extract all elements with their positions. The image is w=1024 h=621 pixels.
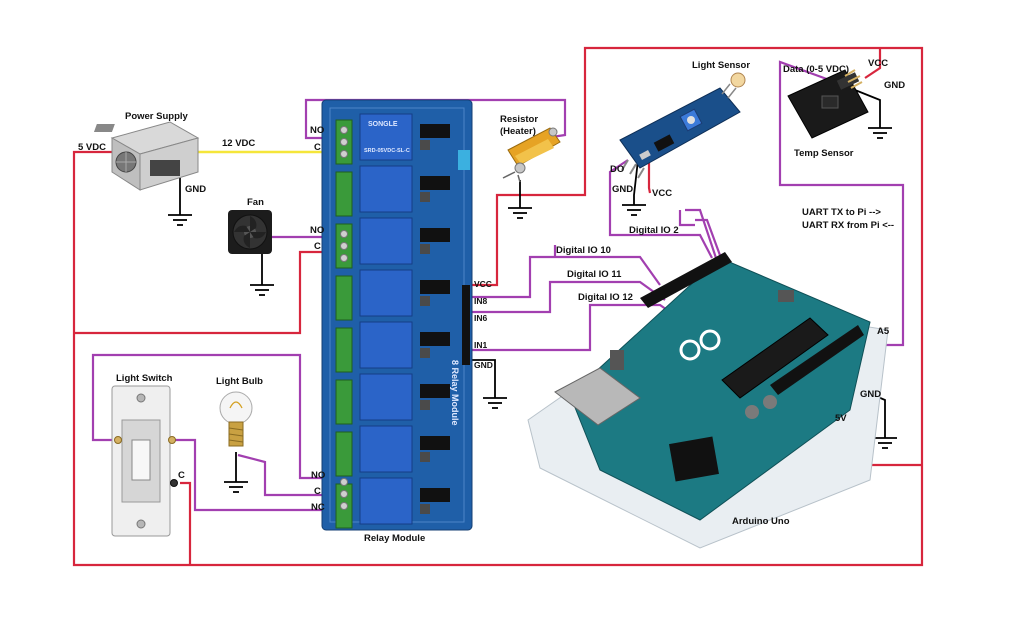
ground-symbol [483, 397, 507, 409]
dio11-label: Digital IO 11 [567, 269, 622, 280]
five-v-label: 5V [835, 413, 847, 424]
temp-sensor-label: Temp Sensor [794, 148, 854, 159]
heater-c-label: C [314, 142, 321, 153]
bulb-nc-label: NC [311, 502, 325, 513]
fan-label: Fan [247, 197, 264, 208]
ground-symbol [168, 214, 192, 226]
screw-terminals [335, 119, 353, 529]
power-supply-label: Power Supply [125, 111, 189, 122]
screw-heads [340, 126, 348, 510]
light-gnd-label: GND [612, 184, 633, 195]
in6-label: IN6 [474, 313, 488, 323]
uart-tx-wire [685, 208, 718, 259]
fan-no-label: NO [310, 225, 324, 236]
relay-block [359, 425, 450, 473]
relay-vcc-label: VCC [474, 279, 492, 289]
resistor-sub-label: (Heater) [500, 126, 536, 137]
in8-wire [470, 245, 661, 299]
relay-block [359, 373, 450, 421]
resistor-label: Resistor [500, 114, 538, 125]
relay-side-text: 8 Relay Module [450, 360, 460, 426]
switch-nc-wire [172, 438, 340, 512]
light-sensor-label: Light Sensor [692, 60, 750, 71]
bulb-c-label: C [314, 486, 321, 497]
dio2-wire [608, 159, 713, 259]
ground-symbol [508, 207, 532, 219]
light-sensor-board [619, 72, 746, 179]
light-gnd-wire [633, 159, 639, 205]
uart-rx-wire [695, 218, 723, 259]
relay-brand-text: SONGLE [368, 121, 398, 128]
fan-icon [228, 210, 272, 254]
ground-symbols [168, 127, 897, 493]
uart-tx-label: UART TX to Pi --> [802, 207, 881, 218]
relay-block [359, 321, 450, 369]
red-power-wires [72, 46, 924, 567]
relay-block [359, 113, 450, 161]
usb-port-icon [554, 367, 641, 426]
light-bulb-label: Light Bulb [216, 376, 263, 387]
uart-rx-label: UART RX from Pi <-- [802, 220, 894, 231]
relay-block [359, 165, 450, 213]
purple-signal-wires [91, 60, 905, 512]
temp-data-label: Data (0-5 VDC) [783, 64, 849, 75]
dio2-label: Digital IO 2 [629, 225, 679, 236]
in8-label: IN8 [474, 296, 488, 306]
switch-c-wire [180, 481, 192, 565]
twelve-vdc-label: 12 VDC [222, 138, 255, 149]
arduino-uno-label: Arduino Uno [732, 516, 790, 527]
in6-wire [470, 280, 666, 314]
bulb-no-label: NO [311, 470, 325, 481]
psu-gnd-label: GND [185, 184, 206, 195]
switch-c-label: C [178, 470, 185, 481]
temp-gnd-label: GND [884, 80, 905, 91]
in1-label: IN1 [474, 340, 488, 350]
relay-block [359, 217, 450, 265]
in1-wire [470, 303, 671, 352]
temp-vcc-wire [864, 48, 882, 79]
temp-vcc-label: VCC [868, 58, 888, 69]
arduino-uno-board [527, 252, 889, 549]
fan-common-wire [74, 250, 340, 335]
relay-gnd-label: GND [474, 360, 493, 370]
ldr-icon [730, 72, 746, 88]
heater-no-label: NO [310, 125, 324, 136]
temp-sensor-chip-icon [821, 95, 839, 109]
a5-label: A5 [877, 326, 890, 337]
ground-symbol [868, 127, 892, 139]
bulb-c-wire [237, 453, 340, 497]
do-label: DO [610, 164, 624, 175]
relay-gnd-wire [470, 359, 496, 398]
light-bulb-icon [219, 391, 253, 447]
power-jack-icon [669, 436, 719, 482]
arduino-gnd-label: GND [860, 389, 881, 400]
power-loop-wire [72, 46, 924, 567]
resistor-heater-icon [502, 127, 561, 183]
switch-no-wire [91, 353, 340, 480]
temp-sensor-board [787, 69, 869, 139]
relay-block [359, 477, 450, 525]
relay-block [359, 269, 450, 317]
light-switch-icon [111, 385, 178, 537]
microcontroller-chip-icon [721, 317, 829, 399]
power-supply [93, 121, 200, 191]
ground-symbol [250, 284, 274, 296]
uart-loop-wire [678, 210, 695, 227]
relay-module-label: Relay Module [364, 533, 425, 544]
light-vcc-wire [647, 160, 652, 194]
light-vcc-label: VCC [652, 188, 672, 199]
light-switch-label: Light Switch [116, 373, 173, 384]
ground-symbol [873, 437, 897, 449]
ground-symbol [622, 204, 646, 216]
ground-symbol [224, 481, 248, 493]
fan-c-label: C [314, 241, 321, 252]
temp-gnd-wire [854, 89, 881, 128]
dio10-label: Digital IO 10 [556, 245, 611, 256]
relay-module-board: SONGLE SRD-05VDC-SL-C 8 Relay Module [321, 99, 473, 531]
relay-model-text: SRD-05VDC-SL-C [364, 148, 410, 154]
dio12-label: Digital IO 12 [578, 292, 633, 303]
five-vdc-label: 5 VDC [78, 142, 106, 153]
arduino-logo-icon [679, 339, 701, 361]
